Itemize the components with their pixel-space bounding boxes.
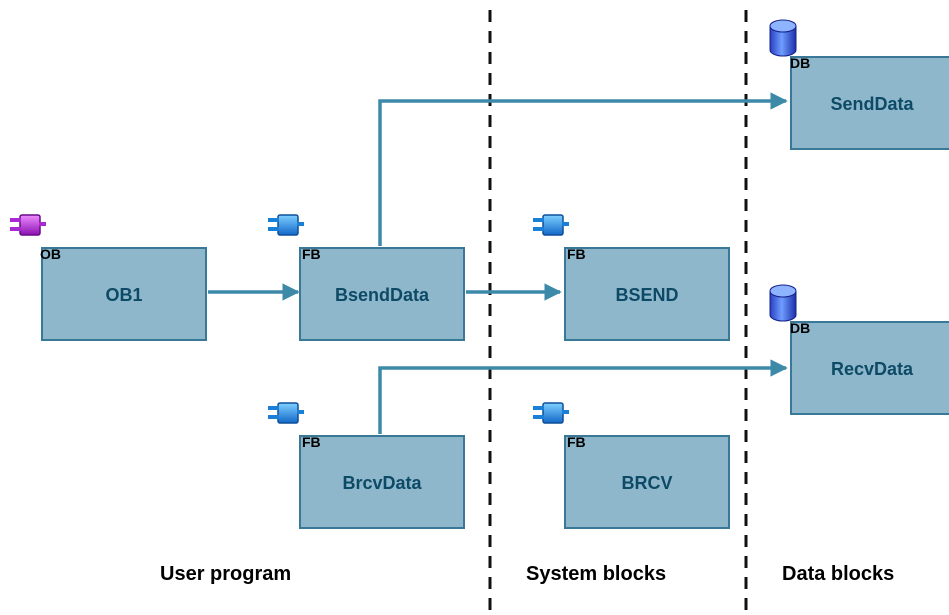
ob-badge: OB	[40, 246, 61, 262]
block-bsenddata[interactable]: BsendData	[299, 247, 465, 341]
block-recvdata[interactable]: RecvData	[790, 321, 949, 415]
db-badge: DB	[790, 55, 810, 71]
block-bsenddata-label: BsendData	[335, 285, 430, 305]
block-senddata-label: SendData	[830, 94, 914, 114]
block-recvdata-label: RecvData	[831, 359, 914, 379]
fb-block-icon: FB	[532, 214, 586, 262]
block-ob1[interactable]: OB1	[41, 247, 207, 341]
block-brcvdata[interactable]: BrcvData	[299, 435, 465, 529]
fb-badge: FB	[567, 434, 586, 450]
db-cylinder-icon: DB	[769, 284, 810, 336]
block-brcvdata-label: BrcvData	[342, 473, 422, 493]
connector-brcvdata-recvdata	[378, 359, 788, 434]
db-badge: DB	[790, 320, 810, 336]
block-bsend[interactable]: BSEND	[564, 247, 730, 341]
section-label-system-blocks: System blocks	[526, 563, 667, 585]
db-cylinder-icon: DB	[769, 19, 810, 71]
fb-block-icon: FB	[267, 214, 321, 262]
block-ob1-label: OB1	[105, 285, 142, 305]
fb-block-icon: FB	[267, 402, 321, 450]
block-brcv-label: BRCV	[621, 473, 672, 493]
section-label-data-blocks: Data blocks	[782, 563, 895, 585]
connector-bsenddata-senddata	[378, 92, 788, 246]
block-senddata[interactable]: SendData	[790, 56, 949, 150]
section-label-user-program: User program	[160, 563, 292, 585]
ob-block-icon: OB	[9, 214, 61, 262]
fb-badge: FB	[302, 246, 321, 262]
block-bsend-label: BSEND	[615, 285, 678, 305]
fb-badge: FB	[567, 246, 586, 262]
block-brcv[interactable]: BRCV	[564, 435, 730, 529]
fb-badge: FB	[302, 434, 321, 450]
fb-block-icon: FB	[532, 402, 586, 450]
